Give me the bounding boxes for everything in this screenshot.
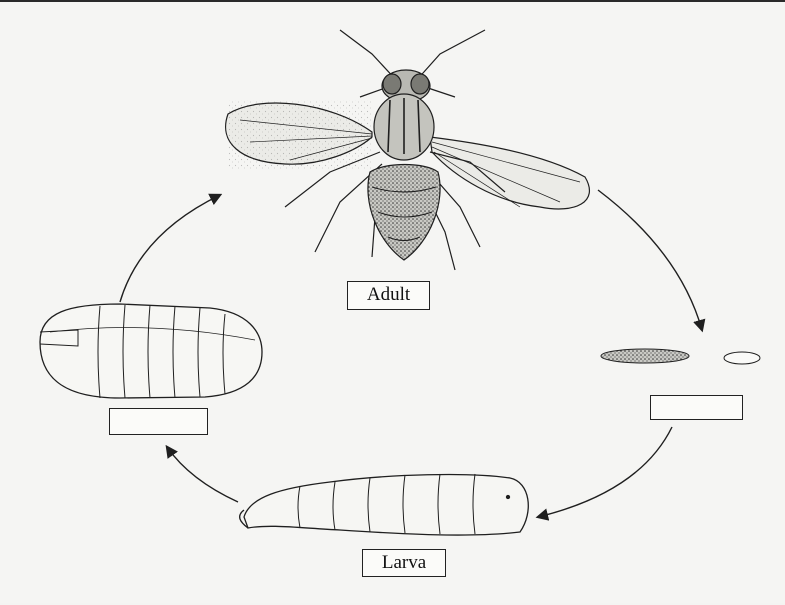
larva-illustration bbox=[240, 474, 529, 535]
single-egg bbox=[724, 352, 760, 364]
adult-label: Adult bbox=[347, 281, 430, 310]
egg-cluster bbox=[601, 349, 689, 363]
eggs-illustration bbox=[601, 349, 760, 364]
arrow-larva-to-pupa bbox=[167, 447, 238, 502]
arrow-adult-to-eggs bbox=[598, 190, 702, 330]
adult-fly-illustration bbox=[226, 30, 590, 270]
larva-label: Larva bbox=[362, 549, 446, 577]
arrow-pupa-to-adult bbox=[120, 195, 220, 302]
pupa-illustration bbox=[40, 304, 262, 398]
arrow-eggs-to-larva bbox=[538, 427, 672, 517]
pupa-label-blank bbox=[109, 408, 208, 435]
eggs-label-blank bbox=[650, 395, 743, 420]
